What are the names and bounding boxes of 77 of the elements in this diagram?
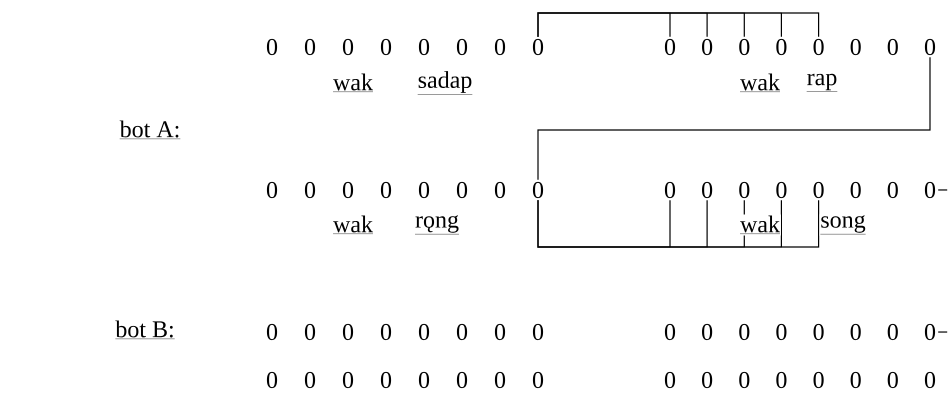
syllable-mark: 0	[266, 324, 278, 340]
syllable-mark: 0	[776, 372, 786, 388]
syllable-mark: 0	[418, 372, 430, 388]
syllable-mark: 0	[494, 372, 506, 388]
underlined-word: song	[819, 214, 867, 236]
syllable-mark: 0	[776, 38, 786, 56]
syllable-mark: 0	[814, 372, 824, 388]
syllable-mark: 0	[814, 324, 824, 340]
syllable-mark: 0	[702, 182, 712, 198]
syllable-mark: 0	[776, 182, 786, 198]
syllable-mark: 0	[702, 324, 712, 340]
rhyme-line	[537, 57, 931, 180]
syllable-mark: 0	[266, 182, 278, 198]
syllable-mark: 0	[739, 372, 750, 388]
syllable-mark: 0	[380, 182, 392, 198]
syllable-mark: 0	[418, 324, 430, 340]
underlined-word: wak	[332, 72, 374, 94]
syllable-mark: 0	[532, 324, 544, 340]
syllable-mark: 0	[456, 372, 468, 388]
syllable-mark: 0	[888, 372, 898, 388]
underlined-word: wak	[739, 72, 781, 94]
syllable-mark: 0	[304, 38, 316, 56]
syllable-mark: 0	[418, 182, 430, 198]
syllable-mark: 0	[532, 372, 544, 388]
syllable-mark: 0	[888, 182, 898, 198]
rhyme-line	[938, 189, 948, 191]
syllable-mark: 0	[532, 182, 544, 198]
syllable-mark: 0	[664, 38, 676, 56]
syllable-mark: 0	[342, 372, 354, 388]
syllable-mark: 0	[814, 38, 824, 56]
syllable-mark: 0	[418, 38, 430, 56]
syllable-mark: 0	[304, 372, 316, 388]
syllable-mark: 0	[850, 182, 861, 198]
syllable-mark: 0	[304, 324, 316, 340]
underlined-word: bot A:	[118, 120, 182, 140]
syllable-mark: 0	[380, 324, 392, 340]
syllable-mark: 0	[814, 182, 824, 198]
syllable-mark: 0	[664, 372, 676, 388]
syllable-mark: 0	[304, 182, 316, 198]
underlined-word: sadap	[416, 70, 474, 96]
syllable-mark: 0	[342, 324, 354, 340]
syllable-mark: 0	[850, 38, 861, 56]
syllable-mark: 0	[702, 38, 712, 56]
syllable-mark: 0	[494, 182, 506, 198]
syllable-mark: 0	[494, 324, 506, 340]
underlined-word: wak	[332, 214, 374, 236]
syllable-mark: 0	[850, 324, 861, 340]
syllable-mark: 0	[380, 38, 392, 56]
syllable-mark: 0	[739, 38, 750, 56]
syllable-mark: 0	[664, 324, 676, 340]
underlined-word: rap	[806, 72, 838, 94]
syllable-mark: 0	[532, 38, 544, 56]
syllable-mark: 0	[494, 38, 506, 56]
syllable-mark: 0	[924, 324, 936, 340]
syllable-mark: 0	[924, 372, 936, 388]
syllable-mark: 0	[739, 324, 750, 340]
syllable-mark: 0	[702, 372, 712, 388]
syllable-mark: 0	[266, 372, 278, 388]
underlined-word: bot B:	[114, 320, 176, 340]
rhyme-line	[938, 331, 948, 333]
syllable-mark: 0	[342, 38, 354, 56]
syllable-mark: 0	[776, 324, 786, 340]
syllable-mark: 0	[266, 38, 278, 56]
syllable-mark: 0	[342, 182, 354, 198]
underlined-word: wak	[739, 214, 781, 236]
syllable-mark: 0	[924, 182, 936, 198]
syllable-mark: 0	[456, 324, 468, 340]
syllable-mark: 0	[888, 324, 898, 340]
syllable-mark: 0	[456, 38, 468, 56]
underlined-word: rǫng	[414, 214, 460, 236]
syllable-mark: 0	[924, 38, 936, 56]
syllable-mark: 0	[888, 38, 898, 56]
syllable-mark: 0	[456, 182, 468, 198]
syllable-mark: 0	[850, 372, 861, 388]
syllable-mark: 0	[664, 182, 676, 198]
syllable-mark: 0	[380, 372, 392, 388]
syllable-mark: 0	[739, 182, 750, 198]
